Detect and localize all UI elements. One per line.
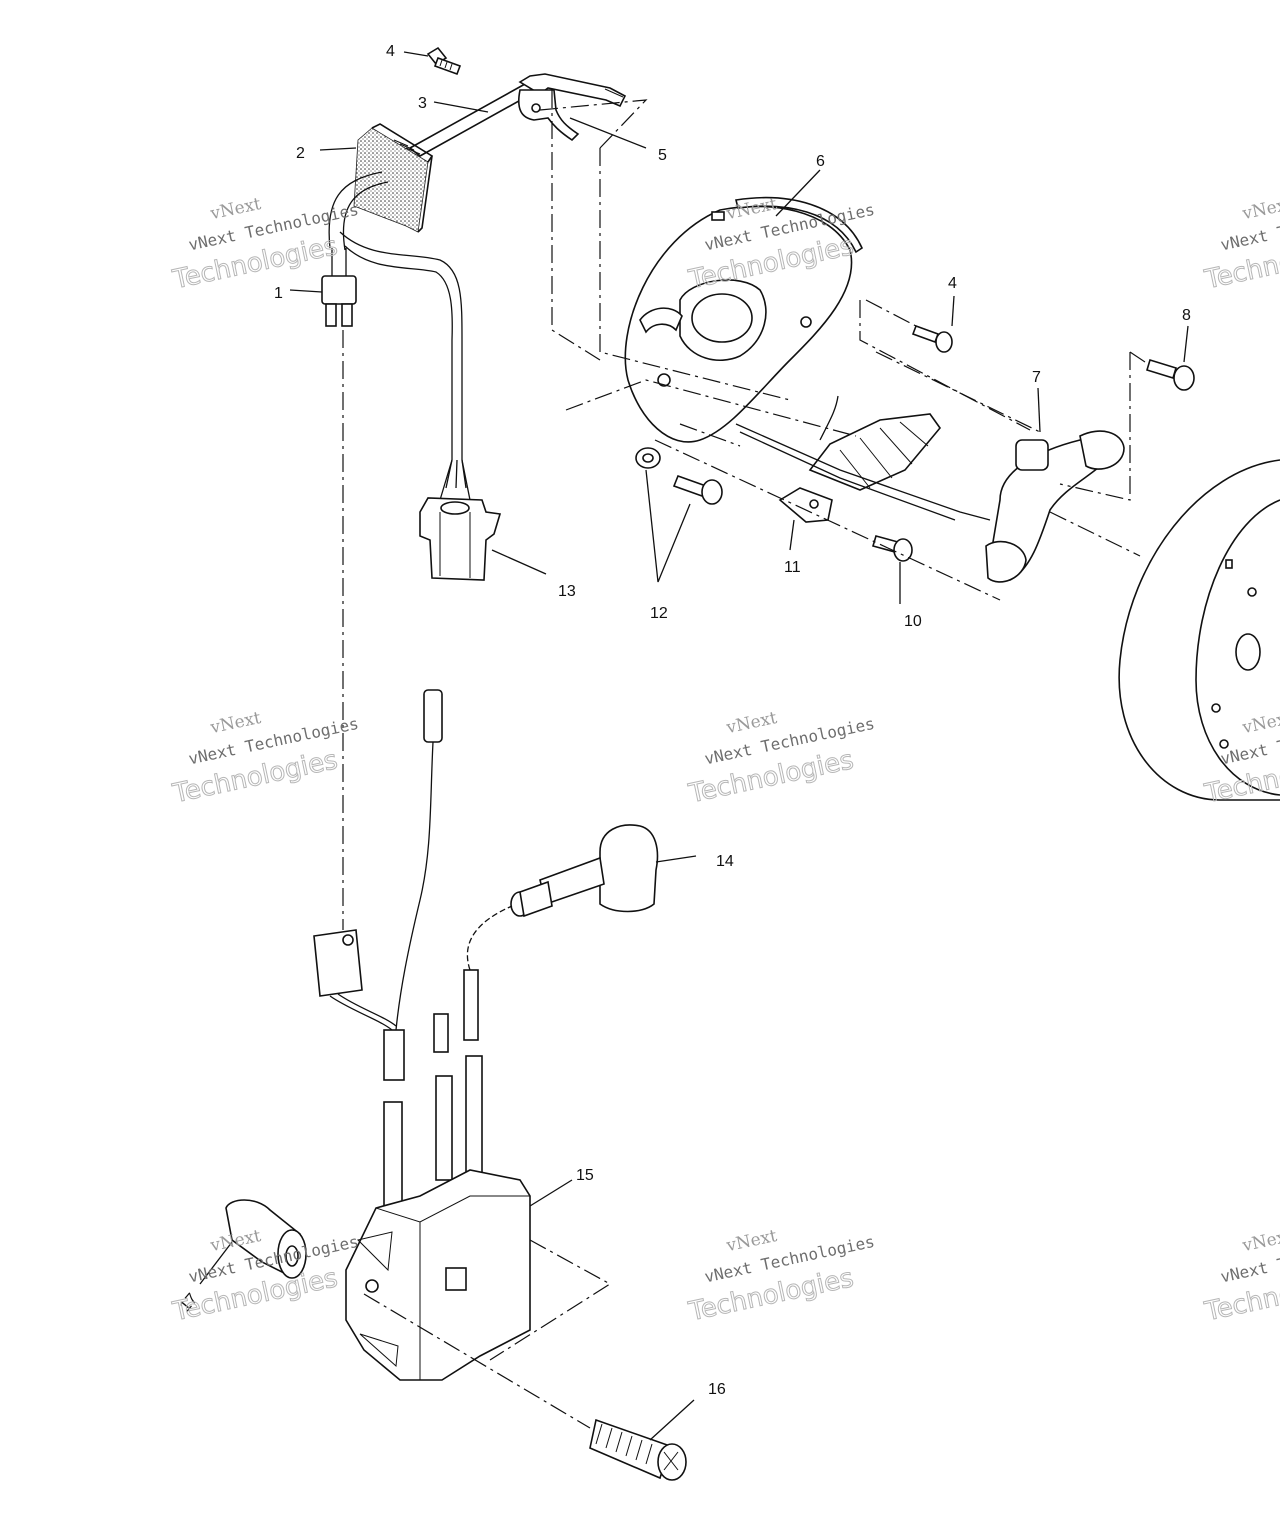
bracket-11 bbox=[778, 487, 833, 523]
callout-11: 11 bbox=[784, 559, 801, 576]
sleeves bbox=[433, 905, 513, 1053]
wire-tube-3 bbox=[408, 73, 627, 157]
ignition-coil-15 bbox=[345, 1055, 531, 1381]
bolt-4-top bbox=[426, 46, 462, 76]
watermark: vNext vNext Technologies Technologies bbox=[685, 708, 876, 810]
callout-4-right: 4 bbox=[948, 275, 957, 292]
callout-14: 14 bbox=[716, 853, 734, 870]
leader-lines bbox=[199, 51, 1189, 1441]
assembly-lines bbox=[363, 90, 1149, 1429]
callout-7: 7 bbox=[1032, 369, 1041, 386]
bolt-16 bbox=[589, 1418, 687, 1481]
washer-12 bbox=[635, 447, 661, 469]
stator-plate-6 bbox=[624, 196, 864, 443]
trigger-bracket-7 bbox=[985, 430, 1125, 583]
flywheel bbox=[1118, 459, 1280, 801]
rectifier-2 bbox=[353, 123, 434, 233]
watermark: vNext vNext Technologies Technologies bbox=[685, 1226, 876, 1328]
callout-2: 2 bbox=[296, 145, 305, 162]
svg-text:vNext: vNext bbox=[1240, 1226, 1280, 1256]
screw-10 bbox=[871, 535, 913, 562]
screw-12 bbox=[672, 474, 723, 505]
watermark: vNext vNext Technologies Technologies bbox=[1201, 194, 1280, 296]
callout-1: 1 bbox=[274, 285, 283, 302]
svg-text:vNext: vNext bbox=[208, 194, 263, 224]
winding-coil bbox=[735, 395, 991, 521]
harness-cable bbox=[328, 171, 471, 501]
svg-text:vNext: vNext bbox=[1240, 194, 1280, 224]
coil-connector bbox=[313, 929, 405, 1081]
spark-cap-14 bbox=[510, 824, 659, 918]
screw-8 bbox=[1146, 358, 1195, 391]
callout-8: 8 bbox=[1182, 307, 1191, 324]
watermark: vNext vNext Technologies Technologies bbox=[169, 708, 360, 810]
grommet-17 bbox=[225, 1199, 307, 1279]
connector-1 bbox=[321, 248, 357, 327]
clamp-5 bbox=[518, 89, 580, 142]
callout-13: 13 bbox=[558, 583, 576, 600]
svg-text:vNext: vNext bbox=[724, 708, 779, 738]
callout-12: 12 bbox=[650, 605, 668, 622]
watermark: vNext vNext Technologies Technologies bbox=[1201, 1226, 1280, 1328]
callout-6: 6 bbox=[816, 153, 825, 170]
screw-4-right bbox=[911, 324, 953, 353]
callout-16: 16 bbox=[708, 1381, 726, 1398]
connector-13 bbox=[419, 497, 502, 581]
callout-3: 3 bbox=[418, 95, 427, 112]
callout-15: 15 bbox=[576, 1167, 594, 1184]
callout-4-top: 4 bbox=[386, 43, 395, 60]
svg-text:vNext: vNext bbox=[208, 708, 263, 738]
svg-text:vNext: vNext bbox=[724, 1226, 779, 1256]
callout-5: 5 bbox=[658, 147, 667, 164]
ground-lead bbox=[395, 689, 443, 1031]
callout-10: 10 bbox=[904, 613, 922, 630]
